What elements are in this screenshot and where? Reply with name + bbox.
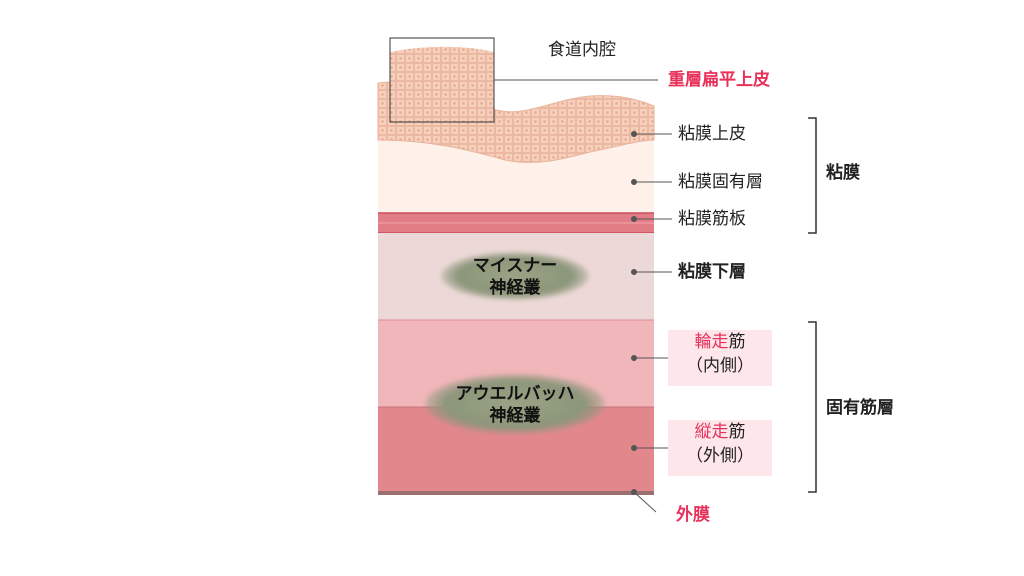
auerbach-plexus — [425, 374, 605, 434]
outer-longitudinal-rest: 筋 — [728, 422, 746, 442]
meissner-plexus-label: マイスナー 神経叢 — [435, 255, 595, 299]
mucosa-bracket — [808, 117, 817, 234]
leader-adventitia — [633, 491, 657, 513]
auerbach-plexus-line1: アウエルバッハ — [455, 384, 575, 404]
inner-circular-accent: 輪走 — [694, 332, 729, 352]
adventitia-label: 外膜 — [676, 505, 710, 525]
inner-circular-side: （内側） — [686, 356, 754, 376]
muscularis-mucosae-label: 粘膜筋板 — [678, 209, 746, 229]
muscularis-propria-bracket — [808, 321, 817, 493]
mucosa-group-label: 粘膜 — [826, 163, 860, 183]
inner-circular-label-box: 輪走筋 （内側） — [668, 330, 772, 386]
outer-longitudinal-accent: 縦走 — [694, 422, 729, 442]
meissner-plexus-line2: 神経叢 — [489, 278, 541, 298]
auerbach-plexus-line2: 神経叢 — [489, 406, 541, 426]
lumen-label: 食道内腔 — [548, 40, 616, 60]
adventitia-layer — [378, 491, 654, 495]
inner-circular-rest: 筋 — [728, 332, 746, 352]
lamina-propria-label: 粘膜固有層 — [678, 172, 763, 192]
outer-longitudinal-side: （外側） — [686, 446, 754, 466]
mucosal-epithelium-label: 粘膜上皮 — [678, 124, 746, 144]
meissner-plexus — [441, 252, 589, 300]
submucosa-label: 粘膜下層 — [678, 262, 746, 282]
epithelium-cell-label: 重層扁平上皮 — [668, 70, 770, 90]
epithelium-inset — [389, 37, 495, 123]
auerbach-plexus-label: アウエルバッハ 神経叢 — [415, 383, 615, 427]
muscularis-propria-group-label: 固有筋層 — [826, 398, 894, 418]
meissner-plexus-line1: マイスナー — [472, 256, 558, 276]
outer-longitudinal-label-box: 縦走筋 （外側） — [668, 420, 772, 476]
